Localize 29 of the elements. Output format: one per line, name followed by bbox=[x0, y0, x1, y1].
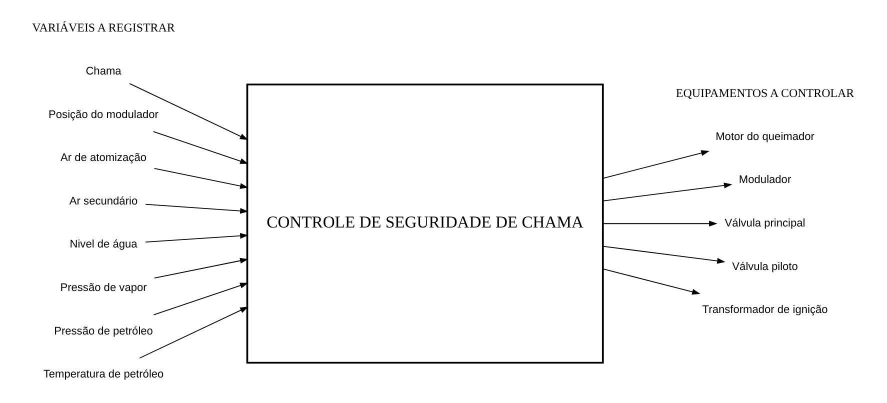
arrow bbox=[139, 306, 248, 359]
node-text: Chama bbox=[86, 65, 122, 78]
node-text: Modulador bbox=[738, 174, 792, 186]
node-text: Ar de atomização bbox=[60, 152, 147, 164]
node-text: Transformador de ignição bbox=[702, 304, 828, 316]
arrow bbox=[145, 204, 248, 214]
node-text: Válvula piloto bbox=[732, 260, 798, 273]
label: EQUIPAMENTOS A CONTROLAR bbox=[676, 86, 854, 100]
arrow bbox=[602, 150, 710, 179]
arrow bbox=[602, 268, 700, 295]
arrow bbox=[145, 232, 248, 243]
node-text: Posição do modulador bbox=[48, 108, 158, 121]
label: VARIÁVEIS A REGISTRAR bbox=[32, 20, 175, 34]
arrow bbox=[129, 83, 248, 140]
node-text: Nivel de água bbox=[70, 238, 138, 251]
arrow bbox=[154, 258, 248, 278]
node-text: Motor do queimador bbox=[716, 130, 814, 143]
node-text: Pressão de petróleo bbox=[54, 325, 153, 338]
arrow bbox=[602, 220, 718, 227]
node-box: CONTROLE DE SEGURIDADE DE CHAMA bbox=[246, 84, 604, 364]
node-text: Válvula principal bbox=[724, 217, 806, 230]
arrow bbox=[602, 246, 726, 264]
arrow bbox=[153, 282, 248, 316]
arrow bbox=[152, 131, 248, 164]
node-text: Ar secundário bbox=[69, 195, 138, 208]
arrow bbox=[154, 168, 248, 189]
arrow bbox=[602, 182, 732, 202]
node-text: Temperatura de petróleo bbox=[43, 368, 164, 381]
node-text: Pressão de vapor bbox=[60, 282, 147, 294]
